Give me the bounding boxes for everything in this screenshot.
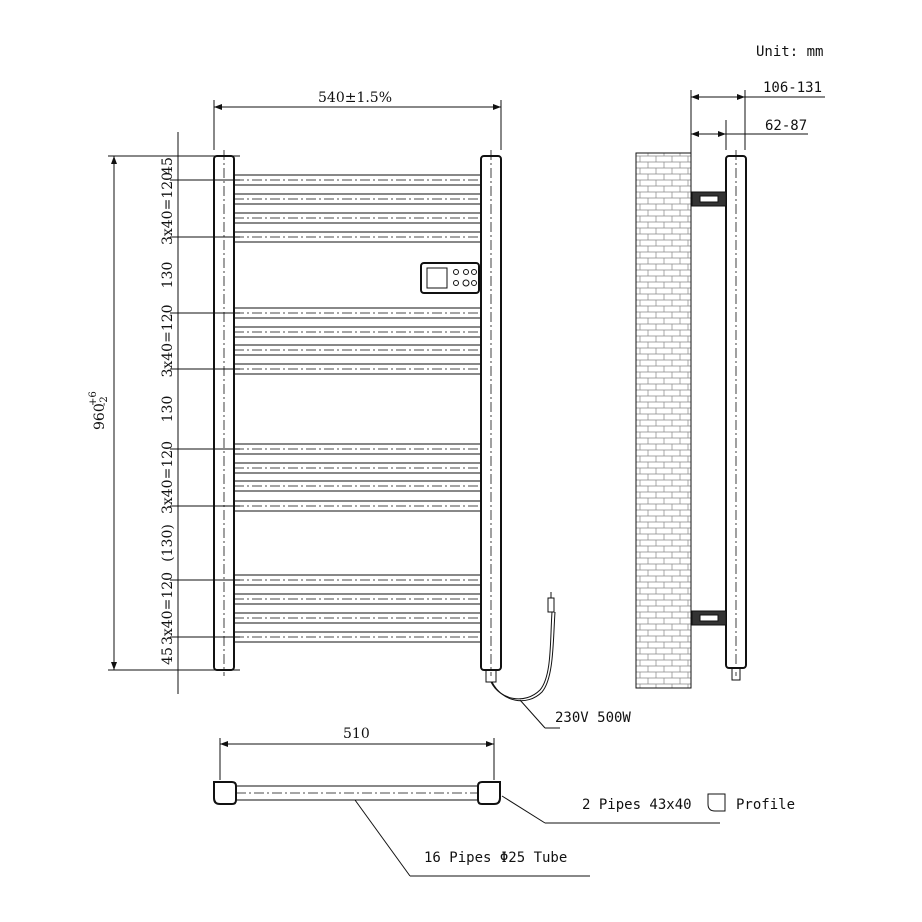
spacing-label-5: 130 — [160, 396, 176, 423]
power-label: 230V 500W — [555, 710, 631, 726]
left-end-profile — [213, 781, 237, 805]
spacing-label-9: 45 — [160, 647, 176, 665]
height-dim-value: 960 — [92, 403, 108, 430]
control-unit — [420, 262, 480, 294]
profile-icon — [707, 793, 726, 812]
power-cable — [485, 592, 560, 729]
spacing-label-2: 3x40=120 — [160, 172, 176, 245]
spacing-label-1: 45 — [160, 157, 176, 175]
height-tol-upper: +6 — [88, 391, 99, 406]
spacing-label-7: (130) — [160, 524, 176, 562]
wall — [635, 152, 692, 689]
right-end-profile — [477, 781, 501, 805]
width-dim-label: 540±1.5% — [318, 90, 392, 106]
profile-label: 2 Pipes 43x40 — [582, 797, 692, 813]
spacing-label-3: 130 — [160, 262, 176, 289]
profile-suffix: Profile — [736, 797, 795, 813]
unit-label: Unit: mm — [756, 44, 823, 60]
spacing-label-6: 3x40=120 — [160, 441, 176, 514]
bottom-bracket — [691, 610, 727, 626]
left-profile — [213, 155, 235, 671]
dim-106-131: 106-131 — [763, 80, 822, 96]
spacing-label-4: 3x40=120 — [160, 304, 176, 377]
horizontal-tubes — [234, 174, 481, 643]
dim-62-87: 62-87 — [765, 118, 807, 134]
height-tol-lower: -2 — [99, 396, 110, 406]
width-dimension — [213, 100, 502, 150]
top-view — [213, 738, 726, 877]
height-dim-label: 960 +6 -2 — [88, 391, 110, 430]
right-profile — [480, 155, 502, 671]
tube-label: 16 Pipes Φ25 Tube — [424, 850, 567, 866]
spacing-dimensions: 453x40=1201303x40=1201303x40=120(130)3x4… — [160, 132, 240, 694]
top-bracket — [691, 191, 727, 207]
top-width-label: 510 — [343, 726, 370, 742]
spacing-label-8: 3x40=120 — [160, 572, 176, 645]
front-view: 230V 500W 540±1.5% 960 +6 -2 453x40=1201… — [88, 90, 631, 729]
side-view — [635, 90, 825, 689]
